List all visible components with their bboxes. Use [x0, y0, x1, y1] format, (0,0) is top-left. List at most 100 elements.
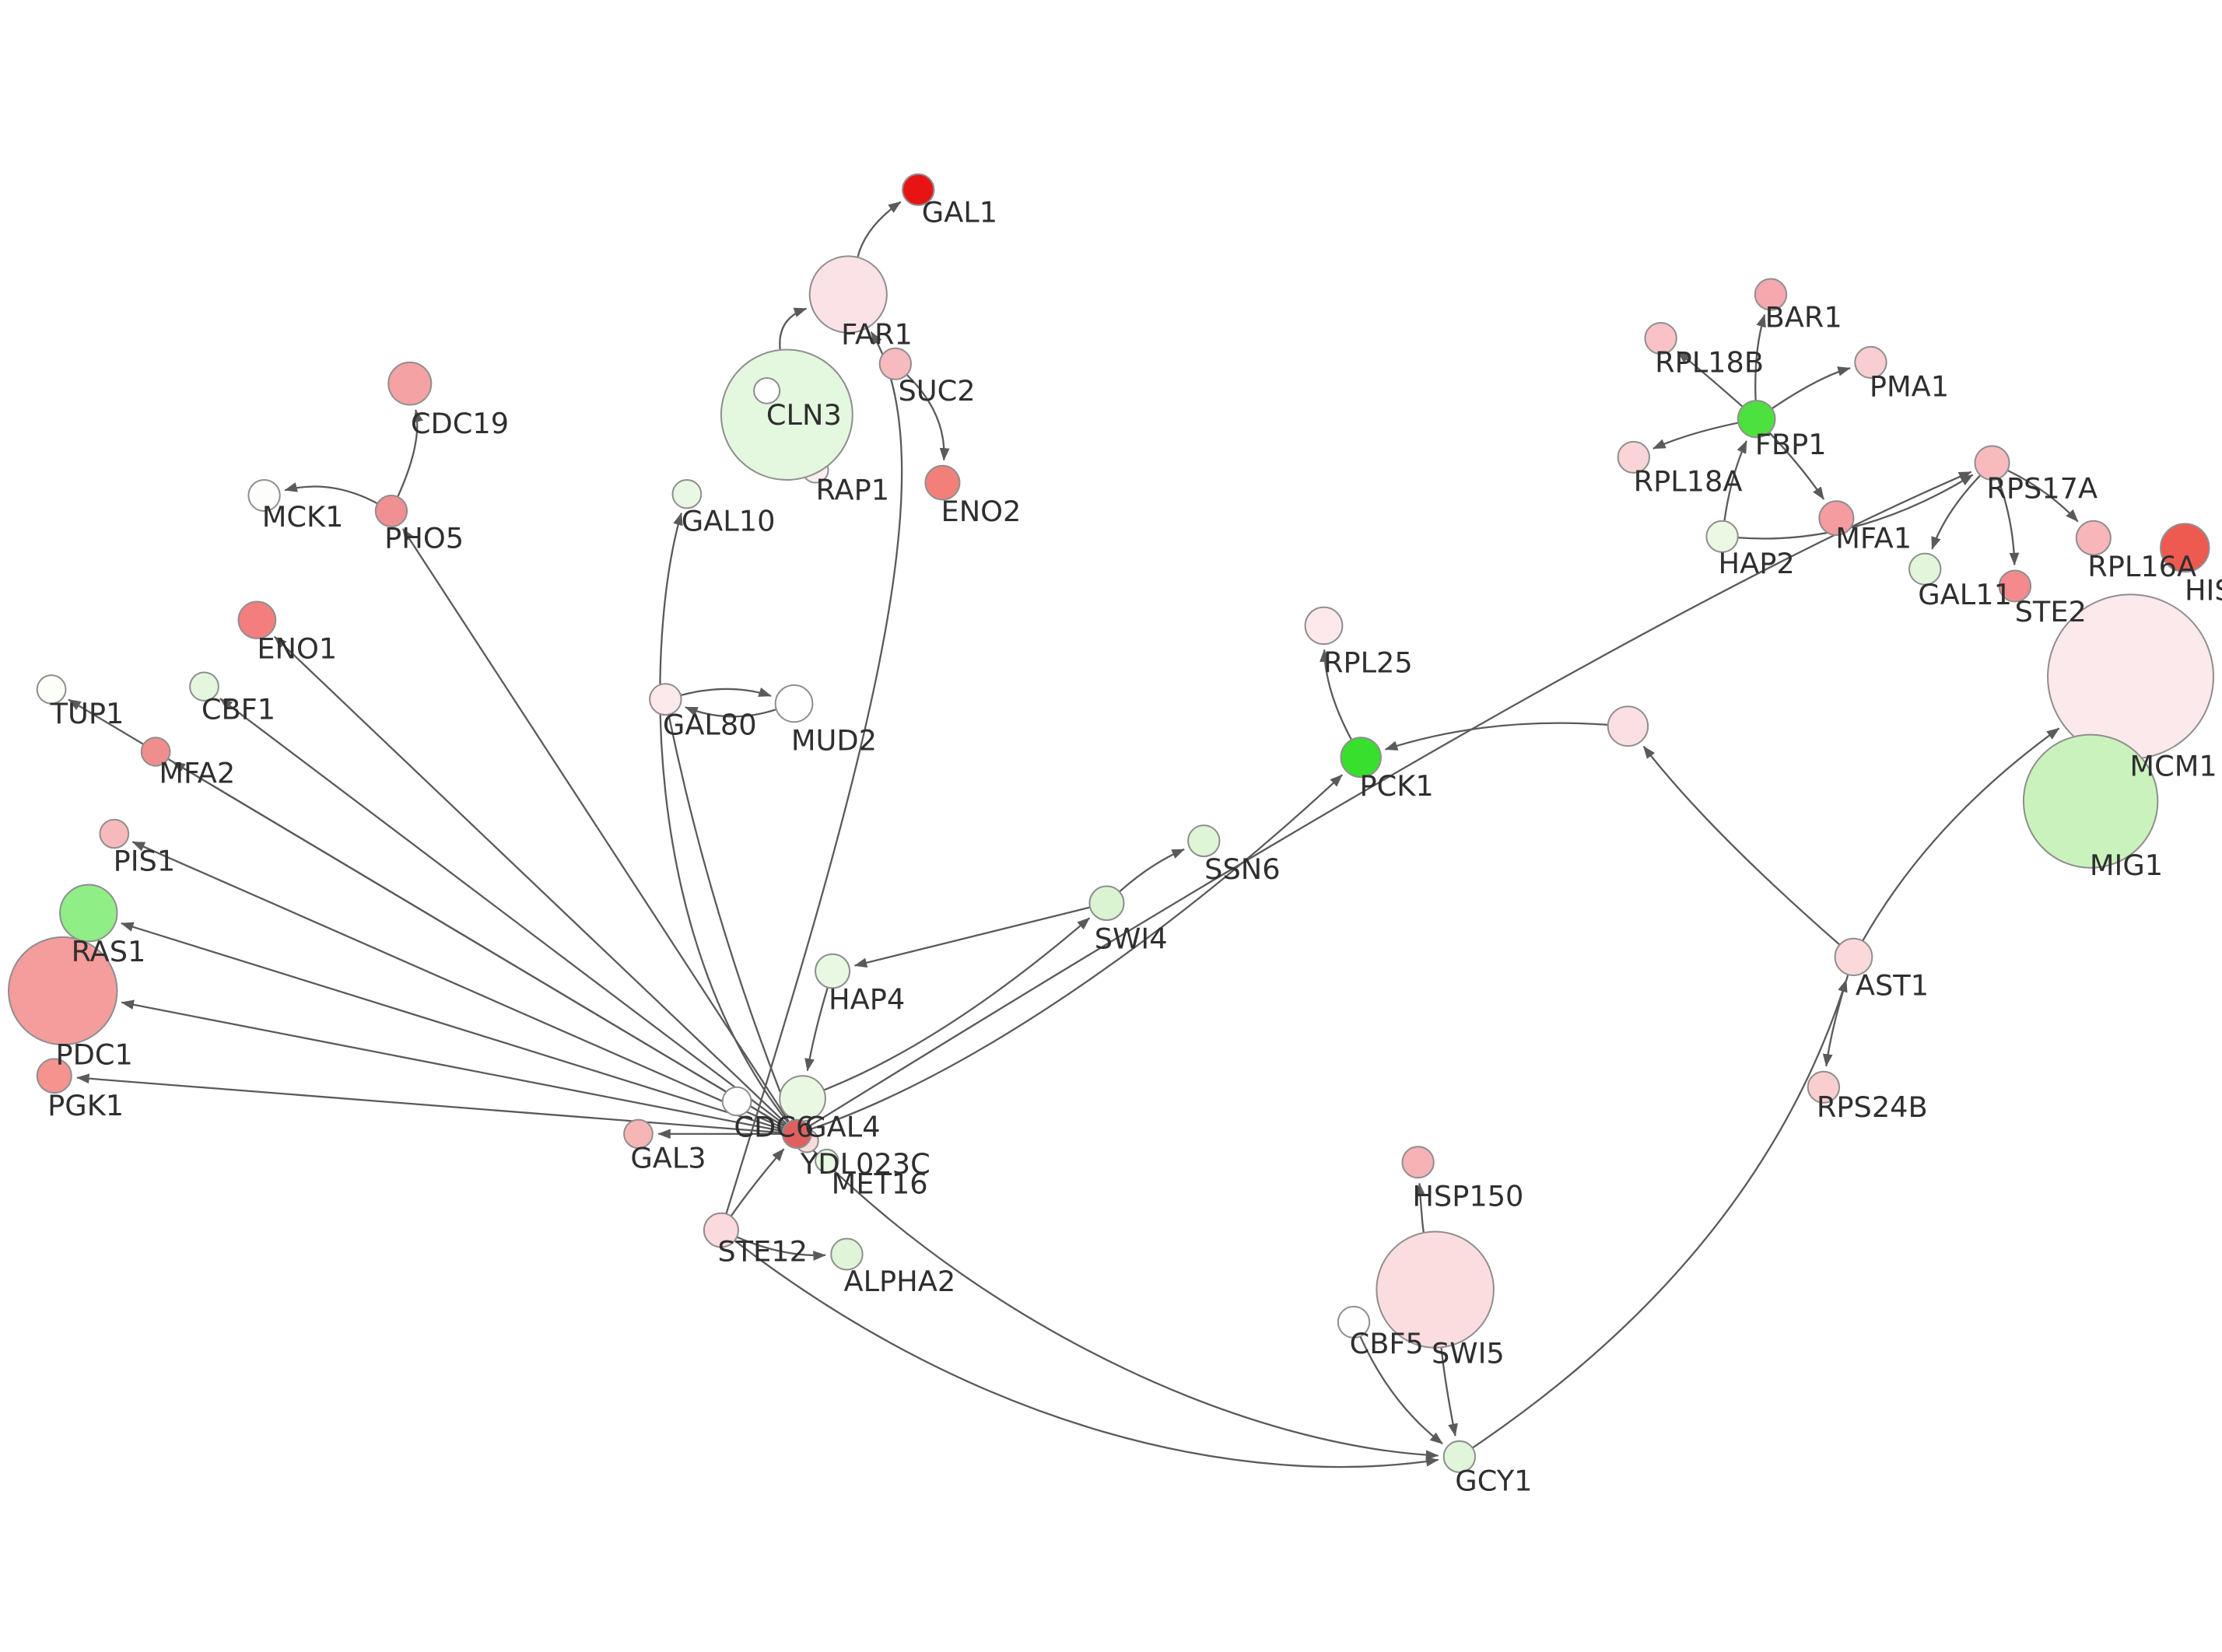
edge-AST1-MCM1[interactable]: [1862, 727, 2060, 942]
edge-GAL4-PIS1[interactable]: [131, 841, 784, 1129]
edge-STE12-GCY1[interactable]: [734, 1240, 1439, 1468]
node-ALPHA2[interactable]: [830, 1237, 864, 1271]
edge-GAL4-ENO1[interactable]: [274, 635, 787, 1125]
node-AST1[interactable]: [1834, 937, 1873, 977]
node-MET16[interactable]: [815, 1148, 839, 1174]
edge-hub_green-SWI4[interactable]: [823, 917, 1091, 1091]
node-MIG1[interactable]: [2022, 733, 2159, 869]
edge-FBP1-RPL18A[interactable]: [1652, 422, 1739, 450]
edge-GAL4-RAS1[interactable]: [120, 922, 784, 1131]
node-MFA2[interactable]: [140, 737, 171, 767]
edge-PHO5-CDC19[interactable]: [397, 409, 423, 498]
node-PCK1[interactable]: [1340, 737, 1382, 779]
edge-AST1-pink1[interactable]: [1642, 745, 1841, 946]
node-GAL1[interactable]: [902, 173, 935, 206]
edge-PHO5-MCK1[interactable]: [284, 482, 378, 505]
node-PDC1[interactable]: [8, 936, 118, 1046]
node-SWI4[interactable]: [1088, 885, 1125, 922]
node-SWI5[interactable]: [1376, 1230, 1495, 1349]
edge-FBP1-PMA1[interactable]: [1771, 366, 1851, 410]
node-ENO2[interactable]: [924, 464, 961, 501]
node-PMA1[interactable]: [1854, 345, 1887, 379]
node-RPS24B[interactable]: [1807, 1070, 1841, 1104]
edge-GAL80-MUD2[interactable]: [680, 687, 772, 697]
edge-GAL4-PGK1[interactable]: [76, 1073, 783, 1134]
node-CDC6[interactable]: [721, 1086, 752, 1117]
edge-GAL80-GAL4[interactable]: [668, 714, 790, 1117]
node-STE2[interactable]: [1998, 569, 2032, 603]
node-RPS17A[interactable]: [1974, 445, 2010, 481]
edge-FBP1-BAR1[interactable]: [1754, 313, 1766, 401]
edge-SWI4-SSN6[interactable]: [1119, 848, 1185, 893]
edge-STE12-GAL4[interactable]: [730, 1148, 785, 1217]
edge-HAP2-FBP1[interactable]: [1723, 440, 1747, 522]
edge-pink1-PCK1[interactable]: [1384, 722, 1608, 751]
node-MCK1[interactable]: [247, 478, 281, 513]
node-RPL16A[interactable]: [2075, 520, 2112, 556]
node-GAL4[interactable]: [781, 1118, 812, 1150]
edge-AST1-RPS24B[interactable]: [1822, 974, 1849, 1067]
edge-GAL4-GAL10[interactable]: [659, 512, 789, 1124]
node-pink1[interactable]: [1607, 705, 1649, 747]
edge-CBF5-GCY1[interactable]: [1359, 1335, 1443, 1445]
edge-RPS17A-GAL11[interactable]: [1931, 474, 1982, 550]
edge-MUD2-GAL80[interactable]: [685, 706, 777, 718]
edge-SWI5-GCY1[interactable]: [1440, 1347, 1458, 1437]
edge-GAL4-MFA2[interactable]: [172, 761, 786, 1128]
node-MFA1[interactable]: [1818, 500, 1855, 536]
node-RPL25[interactable]: [1304, 606, 1344, 646]
node-SUC2[interactable]: [878, 347, 913, 380]
edge-HAP2-RPS17A[interactable]: [1737, 474, 1974, 540]
edge-GCY1-AST1[interactable]: [1471, 979, 1848, 1449]
node-STE12[interactable]: [703, 1212, 739, 1248]
edge-FBP1-RPL18B[interactable]: [1677, 351, 1744, 408]
node-BAR1[interactable]: [1754, 278, 1788, 311]
edge-CLN3-FAR1[interactable]: [779, 307, 808, 351]
edge-STE12-FAR1[interactable]: [725, 331, 903, 1215]
node-GAL3[interactable]: [623, 1118, 654, 1150]
node-TUP1[interactable]: [36, 674, 67, 705]
node-CDC19[interactable]: [387, 361, 433, 406]
node-PHO5[interactable]: [374, 495, 408, 528]
edge-RPS17A-RPL16A[interactable]: [2006, 469, 2079, 523]
edge-SWI4-HAP4[interactable]: [853, 906, 1091, 968]
node-FAR1[interactable]: [808, 255, 888, 334]
edge-FBP1-MFA1[interactable]: [1768, 432, 1825, 500]
node-MUD2[interactable]: [774, 684, 814, 723]
edge-FAR1-GAL1[interactable]: [857, 201, 902, 258]
edge-SWI5-HSP150[interactable]: [1415, 1182, 1425, 1234]
node-GAL10[interactable]: [671, 478, 703, 509]
node-RPL18B[interactable]: [1644, 321, 1677, 355]
edge-GAL4-GCY1[interactable]: [806, 1143, 1439, 1461]
node-HIS4[interactable]: [2160, 523, 2210, 573]
edge-STE12-ALPHA2[interactable]: [736, 1236, 826, 1261]
node-GAL11[interactable]: [1908, 552, 1942, 586]
node-HSP150[interactable]: [1401, 1146, 1435, 1179]
edge-RPS17A-STE2[interactable]: [1996, 478, 2020, 566]
node-RAS1[interactable]: [59, 884, 118, 943]
node-CLN3[interactable]: [720, 348, 853, 481]
node-GAL80[interactable]: [649, 683, 682, 716]
node-HAP4[interactable]: [815, 953, 851, 989]
node-HAP2[interactable]: [1705, 520, 1739, 553]
edge-HAP4-hub_green[interactable]: [804, 987, 829, 1072]
edge-GAL4-PCK1[interactable]: [810, 774, 1343, 1130]
node-CBF5[interactable]: [1337, 1305, 1371, 1339]
edge-GAL4-CBF1[interactable]: [219, 698, 787, 1126]
node-CBF1[interactable]: [189, 671, 219, 702]
node-FBP1[interactable]: [1737, 400, 1776, 439]
node-ENO1[interactable]: [237, 600, 277, 639]
edge-GAL4-PHO5[interactable]: [401, 528, 790, 1123]
edge-GAL4-PDC1[interactable]: [121, 999, 783, 1132]
node-RPL18A[interactable]: [1617, 440, 1650, 474]
edge-SUC2-ENO2[interactable]: [906, 373, 950, 461]
node-PGK1[interactable]: [36, 1058, 72, 1094]
node-PIS1[interactable]: [99, 818, 130, 849]
edge-GAL4-RPS17A[interactable]: [808, 471, 1972, 1128]
node-SSN6[interactable]: [1187, 824, 1221, 858]
node-w1[interactable]: [753, 376, 781, 404]
edge-PCK1-RPL25[interactable]: [1320, 649, 1353, 740]
node-GCY1[interactable]: [1442, 1440, 1477, 1473]
